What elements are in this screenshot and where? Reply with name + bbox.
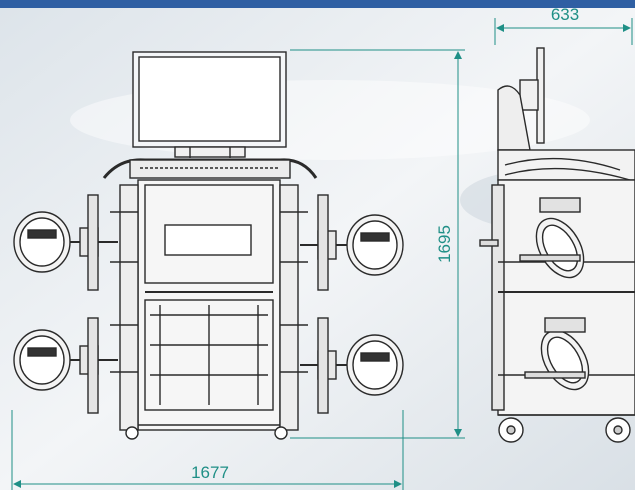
target-head-upper-right	[300, 194, 404, 291]
side-target-heads	[479, 197, 590, 391]
target-head-upper-left	[13, 194, 118, 291]
dimension-bottom-width: 1677	[191, 463, 229, 482]
target-head-lower-right	[300, 317, 404, 414]
top-accent-bar	[0, 0, 635, 8]
dimension-height: 1695	[435, 225, 454, 263]
monitor	[132, 51, 287, 158]
target-head-lower-left	[13, 317, 118, 414]
front-view	[102, 51, 318, 440]
cabinet	[137, 179, 281, 431]
target-heads	[13, 194, 404, 414]
dimension-top-width: 633	[551, 5, 579, 24]
dimension-lines	[11, 18, 633, 490]
